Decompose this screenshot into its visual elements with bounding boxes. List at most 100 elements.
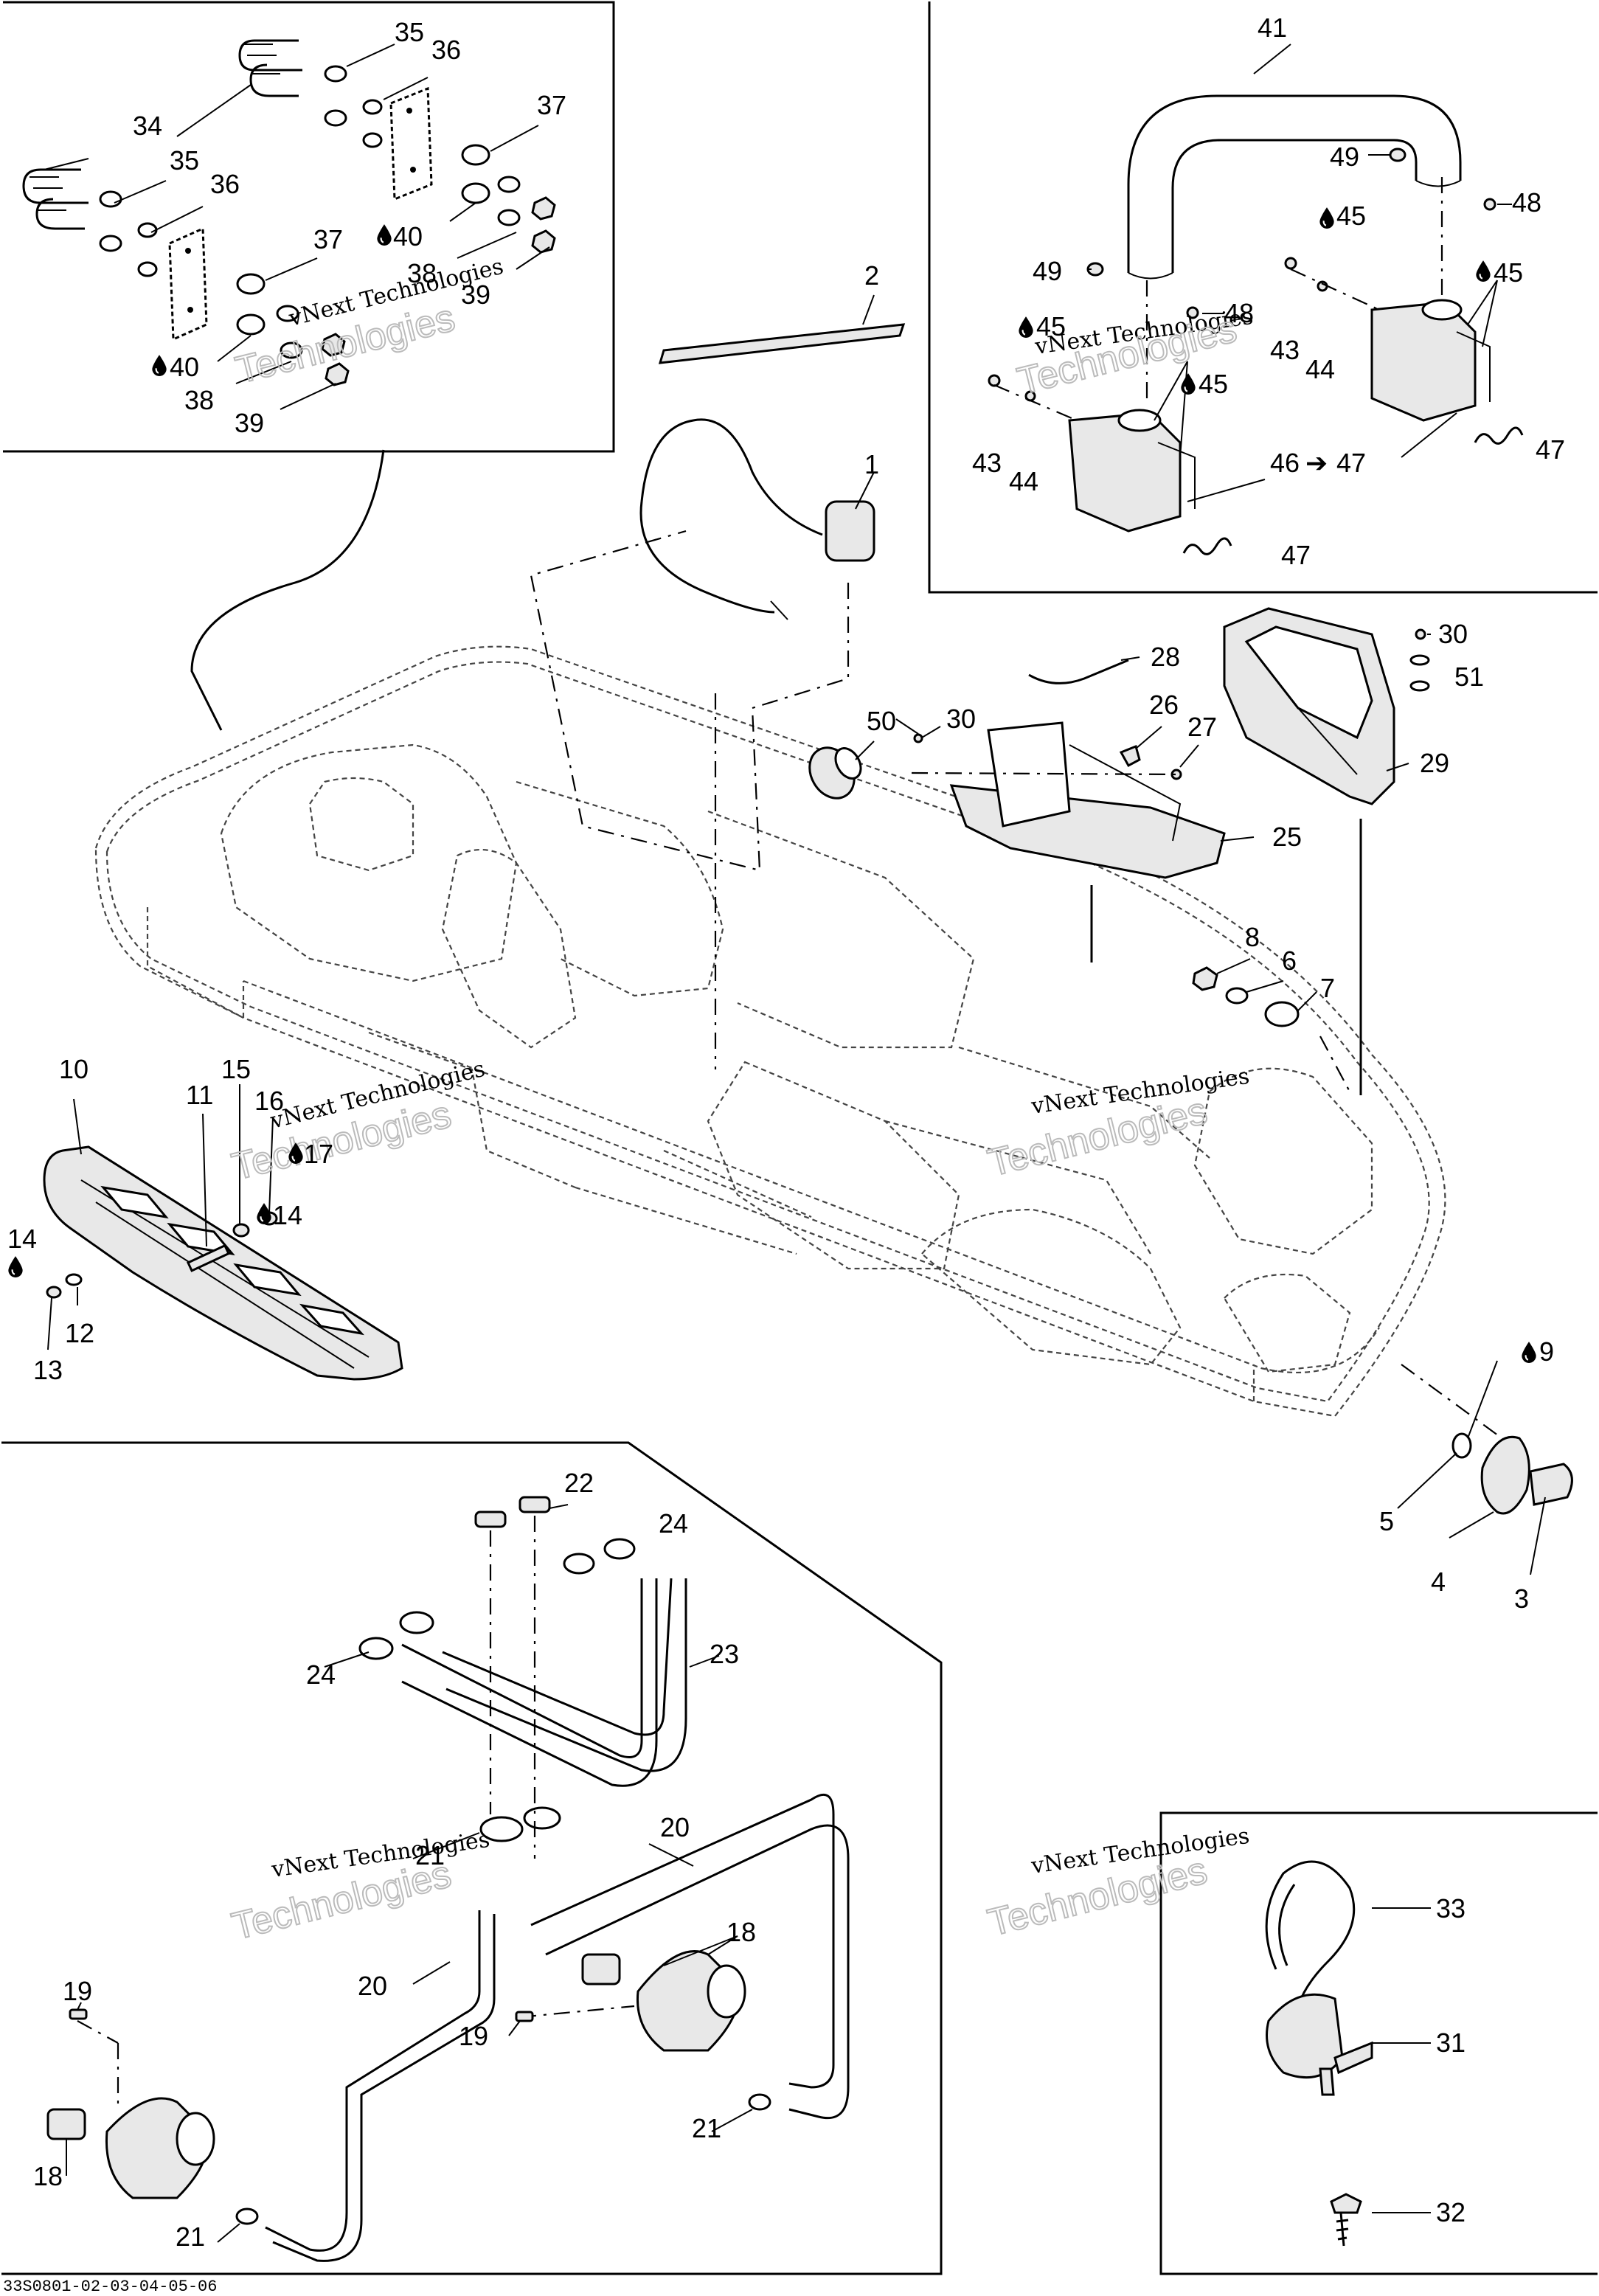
footrest bbox=[43, 1145, 403, 1381]
callout-47a: 47 bbox=[1336, 448, 1366, 478]
callout-47b: 47 bbox=[1536, 434, 1565, 465]
callout-24b: 24 bbox=[306, 1659, 336, 1690]
callout-25: 25 bbox=[1272, 822, 1302, 852]
drain-plug-assembly bbox=[1451, 1432, 1573, 1515]
grommet-50 bbox=[808, 746, 862, 800]
callout-40b: 40 bbox=[170, 352, 199, 382]
callout-43b: 43 bbox=[972, 448, 1002, 478]
bilge-pump-right bbox=[519, 1950, 746, 2052]
callout-46: 46 bbox=[1270, 448, 1300, 478]
handle-bracket-left bbox=[1068, 409, 1196, 533]
springs-47 bbox=[1182, 426, 1524, 555]
callout-34: 34 bbox=[133, 111, 162, 141]
callout-9: 9 bbox=[1539, 1336, 1554, 1367]
tow-handle-upper bbox=[238, 39, 302, 97]
callout-14b: 14 bbox=[273, 1200, 302, 1230]
callout-24a: 24 bbox=[659, 1508, 688, 1539]
callout-17: 17 bbox=[304, 1139, 333, 1169]
callout-49b: 49 bbox=[1033, 256, 1062, 286]
callout-45b: 45 bbox=[1494, 257, 1523, 288]
callout-21b: 21 bbox=[692, 2113, 721, 2143]
callout-41: 41 bbox=[1258, 13, 1287, 43]
callout-3: 3 bbox=[1514, 1584, 1529, 1614]
callout-48b: 48 bbox=[1224, 298, 1254, 328]
callout-44a: 44 bbox=[1305, 354, 1335, 384]
callout-45c: 45 bbox=[1036, 311, 1066, 341]
storage-bin-25 bbox=[949, 721, 1226, 879]
tie-strap-33 bbox=[1265, 1860, 1356, 2007]
callout-37a: 37 bbox=[537, 90, 566, 120]
callout-45a: 45 bbox=[1336, 201, 1366, 231]
callout-leaders-main bbox=[47, 294, 1546, 1575]
callout-49a: 49 bbox=[1330, 142, 1359, 172]
callout-38b: 38 bbox=[184, 385, 214, 415]
callout-16: 16 bbox=[254, 1086, 284, 1116]
inset-frame-top-left bbox=[3, 1, 615, 453]
callout-leaders-bottom-right bbox=[1372, 1907, 1431, 2213]
decal-2 bbox=[658, 323, 906, 364]
callout-39b: 39 bbox=[235, 408, 264, 438]
callout-7: 7 bbox=[1320, 973, 1335, 1003]
callout-32: 32 bbox=[1436, 2197, 1466, 2227]
callout-21c: 21 bbox=[176, 2222, 205, 2252]
callout-48a: 48 bbox=[1512, 187, 1541, 218]
callout-33: 33 bbox=[1436, 1893, 1466, 1924]
callout-4: 4 bbox=[1431, 1567, 1446, 1597]
sensor-cable bbox=[639, 418, 875, 620]
tow-handle-lower bbox=[22, 168, 89, 230]
callout-18a: 18 bbox=[726, 1917, 756, 1947]
callout-27: 27 bbox=[1187, 712, 1217, 742]
callout-leaders-top-right bbox=[1088, 44, 1512, 502]
callout-26: 26 bbox=[1149, 690, 1179, 720]
callout-15: 15 bbox=[221, 1054, 251, 1084]
handle-bracket-right bbox=[1370, 299, 1491, 422]
callout-40a: 40 bbox=[393, 221, 423, 252]
callout-1: 1 bbox=[864, 449, 879, 479]
tee-fittings-22 bbox=[474, 1496, 551, 1859]
callout-39a: 39 bbox=[461, 280, 490, 310]
callout-47c: 47 bbox=[1281, 540, 1311, 570]
callout-5: 5 bbox=[1379, 1506, 1394, 1536]
callout-8: 8 bbox=[1245, 922, 1260, 952]
callout-18b: 18 bbox=[33, 2161, 63, 2191]
callout-leaders-top-left bbox=[44, 44, 550, 410]
callout-30a: 30 bbox=[1438, 619, 1468, 649]
callout-36b: 36 bbox=[210, 169, 240, 199]
bin-fasteners-6-7-8 bbox=[1192, 966, 1300, 1027]
hose-clamps bbox=[235, 1538, 771, 2225]
callout-leaders-bottom bbox=[66, 1504, 753, 2243]
backing-plate-upper bbox=[389, 86, 433, 201]
inset-frame-bottom-center bbox=[1, 1441, 943, 2275]
callout-45d: 45 bbox=[1199, 369, 1228, 399]
handle-screws-nuts bbox=[988, 148, 1496, 422]
reference-code: 33S0801-02-03-04-05-06 bbox=[3, 2278, 217, 2296]
assembly-lines bbox=[190, 449, 1513, 1446]
callout-44b: 44 bbox=[1009, 466, 1038, 496]
callout-28: 28 bbox=[1151, 642, 1180, 672]
callout-35b: 35 bbox=[170, 145, 199, 176]
callout-29: 29 bbox=[1420, 748, 1449, 778]
bin-strap-28 bbox=[1028, 659, 1129, 684]
callout-23: 23 bbox=[710, 1639, 739, 1669]
hose-20 bbox=[265, 1793, 850, 2262]
clip-31 bbox=[1266, 1993, 1373, 2096]
callout-35a: 35 bbox=[395, 17, 424, 47]
callout-30b: 30 bbox=[946, 704, 976, 734]
callout-46-arrow: ➔ bbox=[1305, 448, 1328, 478]
screw-32 bbox=[1330, 2193, 1362, 2247]
storage-bin-29 bbox=[1223, 607, 1395, 805]
callout-19a: 19 bbox=[63, 1976, 92, 2006]
callout-20b: 20 bbox=[358, 1971, 387, 2001]
callout-2: 2 bbox=[864, 260, 879, 291]
callout-21a: 21 bbox=[415, 1840, 445, 1870]
callout-22: 22 bbox=[564, 1468, 594, 1498]
bin-small-parts bbox=[913, 628, 1430, 780]
washers-nuts-lower bbox=[99, 190, 350, 386]
callout-19b: 19 bbox=[459, 2021, 488, 2051]
callout-50: 50 bbox=[867, 706, 896, 736]
callout-31: 31 bbox=[1436, 2028, 1466, 2058]
callout-6: 6 bbox=[1282, 946, 1297, 976]
callout-37b: 37 bbox=[313, 224, 343, 254]
washers-nuts-upper bbox=[324, 65, 556, 254]
